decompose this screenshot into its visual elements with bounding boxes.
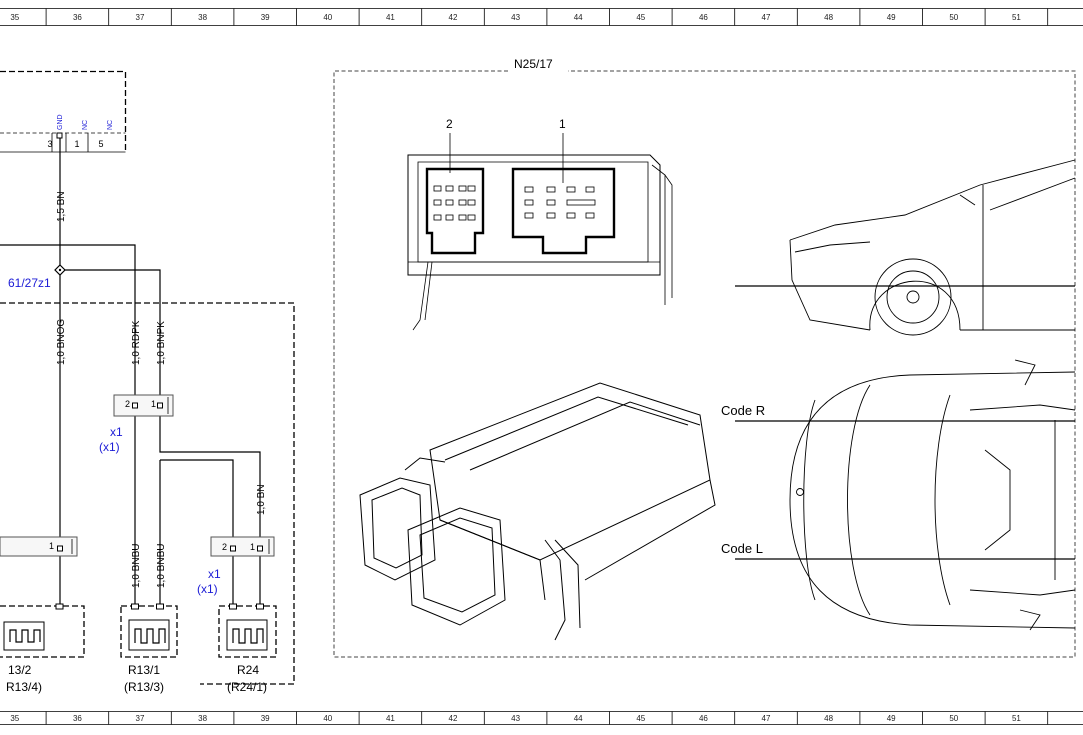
ruler-cell-label: 50 (949, 13, 958, 22)
sensor-r13-1-name: R13/1 (128, 663, 160, 677)
heater-symbol (232, 628, 264, 644)
ruler-cell-label: 35 (10, 714, 19, 723)
x1-pin-1: 1 (151, 399, 156, 409)
component-name: N25/17 (514, 57, 553, 71)
plug-2-outline (425, 167, 485, 255)
ruler-cell-label: 44 (574, 13, 583, 22)
heater-symbol (134, 628, 166, 644)
splice-label: 61/27z1 (8, 276, 51, 290)
sensor-r24: R24 (R24/1) (218, 603, 277, 694)
wire-label-2: 1,0 BNOG (56, 319, 67, 365)
ruler-cell-label: 39 (261, 13, 270, 22)
connector-x1: 2 1 x1 (x1) (99, 394, 174, 454)
sensor-r13-1: R13/1 (R13/3) (120, 603, 178, 694)
code-r-label: Code R (721, 403, 765, 418)
ruler-cell-label: 38 (198, 13, 207, 22)
connector-face-view: 2 1 (407, 117, 673, 331)
module-isometric-view (359, 382, 716, 641)
pin-signal-gnd: GND (57, 114, 64, 130)
ruler-cell-label: 41 (386, 714, 395, 723)
pin-3-socket (56, 132, 63, 139)
wire-label-3: 1,0 RDPK (131, 320, 142, 365)
ruler-cell-label: 37 (136, 714, 145, 723)
ruler-cell-label: 47 (762, 13, 771, 22)
x1-pin-2: 2 (125, 399, 130, 409)
ruler-cell-label: 38 (198, 714, 207, 723)
ruler-cell-label: 36 (73, 714, 82, 723)
ruler-cell-label: 48 (824, 714, 833, 723)
ruler-cell-label: 35 (10, 13, 19, 22)
component-frame: N25/17 (333, 57, 1076, 658)
wire-label-6: 1,0 BNBU (131, 544, 142, 588)
x1-lower-pin-2: 2 (222, 542, 227, 552)
ruler-cell-label: 42 (449, 13, 458, 22)
ruler-cell-label: 51 (1012, 714, 1021, 723)
ruler-cell-label: 40 (323, 13, 332, 22)
harness-boundary (0, 302, 295, 685)
ruler-cell-label: 45 (636, 13, 645, 22)
sensor-r13-1-alt: (R13/3) (124, 680, 164, 694)
ruler-cell-label: 43 (511, 714, 520, 723)
code-l-label: Code L (721, 541, 763, 556)
car-top-view (789, 359, 1076, 631)
ruler-cell-label: 42 (449, 714, 458, 723)
ruler-cell-label: 44 (574, 714, 583, 723)
x1-name: x1 (110, 425, 123, 439)
x1-lower-pin-1: 1 (250, 542, 255, 552)
wire-label-5: 1,0 BN (256, 484, 267, 515)
ruler-cell-label: 40 (323, 714, 332, 723)
ruler-cell-label: 47 (762, 714, 771, 723)
heater-symbol (9, 629, 41, 643)
ruler-cell-label: 50 (949, 714, 958, 723)
x1-lower-name: x1 (208, 567, 221, 581)
sensor-r24-name: R24 (237, 663, 259, 677)
ruler-cell-label: 37 (136, 13, 145, 22)
ruler-cell-label: 36 (73, 13, 82, 22)
bottom-ruler: 35 36 37 38 39 40 41 42 43 44 45 46 47 48 49 50 51 (0, 711, 1083, 725)
pin-number-1: 1 (74, 139, 79, 149)
pin-signal-nc-5: NC (107, 120, 114, 130)
ruler-cell-label: 45 (636, 714, 645, 723)
pin-number-3: 3 (47, 139, 52, 149)
sensor-r24-alt: (R24/1) (227, 680, 267, 694)
top-ruler: 35 36 37 38 39 40 41 42 43 44 45 46 47 48 49 50 51 (0, 8, 1083, 26)
ruler-cell-label: 49 (887, 714, 896, 723)
ruler-cell-label: 39 (261, 714, 270, 723)
ruler-cell-label: 43 (511, 13, 520, 22)
plug-label-2: 2 (446, 117, 453, 131)
ruler-cell-label: 46 (699, 714, 708, 723)
pin-signal-nc-1: NC (82, 120, 89, 130)
car-side-view (789, 159, 1076, 336)
ruler-cell-label: 41 (386, 13, 395, 22)
ruler-cell-label: 49 (887, 13, 896, 22)
control-module-top: 3 1 5 GND NC NC (0, 70, 127, 153)
ruler-cell-label: 46 (699, 13, 708, 22)
connector-x1-lower: 2 1 x1 (x1) (197, 536, 275, 596)
wire-label-1: 1,5 BN (56, 191, 67, 222)
plug-1-outline (511, 167, 616, 255)
pin-number-5: 5 (98, 139, 103, 149)
sensor-r13-2: 13/2 R13/4) (0, 603, 85, 694)
ruler-cell-label: 48 (824, 13, 833, 22)
wire-label-4: 1,0 BNPK (156, 321, 167, 365)
ruler-cell-label: 51 (1012, 13, 1021, 22)
wires: 1,5 BN 1,0 BNOG 1,0 RDPK 1,0 BNPK 1,0 BN… (0, 138, 267, 606)
x1-alt-name: (x1) (99, 440, 120, 454)
sensor-r13-2-name: 13/2 (8, 663, 32, 677)
sensor-r13-2-alt: R13/4) (6, 680, 42, 694)
plug-label-1: 1 (559, 117, 566, 131)
x1-lower-alt-name: (x1) (197, 582, 218, 596)
left-connector-pin-1: 1 (49, 541, 54, 551)
connector-left: 1 (0, 536, 78, 557)
wire-label-7: 1,0 BNBU (156, 544, 167, 588)
